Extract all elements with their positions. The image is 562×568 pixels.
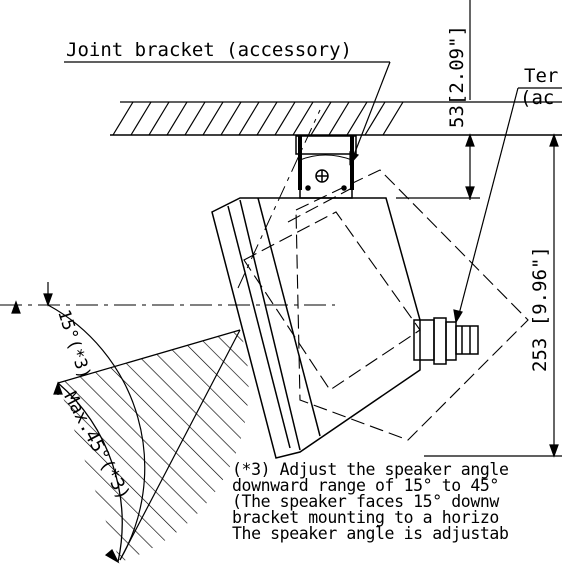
note-line: downward range of 15° to 45°: [232, 476, 499, 495]
note-line: bracket mounting to a horizo: [232, 508, 499, 527]
axis-line-top: [237, 109, 321, 289]
note-line: (*3) Adjust the speaker angle: [232, 462, 509, 479]
note-line: (The speaker faces 15° downw: [232, 492, 499, 511]
terminal-label: Ter: [524, 65, 558, 87]
alternate-position-outline: [243, 169, 529, 441]
note-line: The speaker angle is adjustab: [232, 524, 509, 543]
angle-dimension: [11, 282, 120, 564]
cable-gland: [413, 317, 479, 365]
dim-top-label: 53[2.09"]: [446, 25, 468, 128]
leader-lines: [64, 61, 562, 324]
joint-bracket: [295, 135, 357, 199]
note-text: (*3) Adjust the speaker angle downward r…: [232, 462, 562, 568]
dimension-lines: [396, 0, 562, 458]
terminal-paren-label: (ac: [520, 87, 554, 109]
speaker-body: [211, 197, 421, 459]
dim-height-label: 253 [9.96"]: [529, 246, 551, 372]
ceiling-hatch: [110, 101, 562, 136]
joint-bracket-label: Joint bracket (accessory): [66, 39, 352, 61]
angle-min-label: 15°(*3): [53, 307, 94, 381]
